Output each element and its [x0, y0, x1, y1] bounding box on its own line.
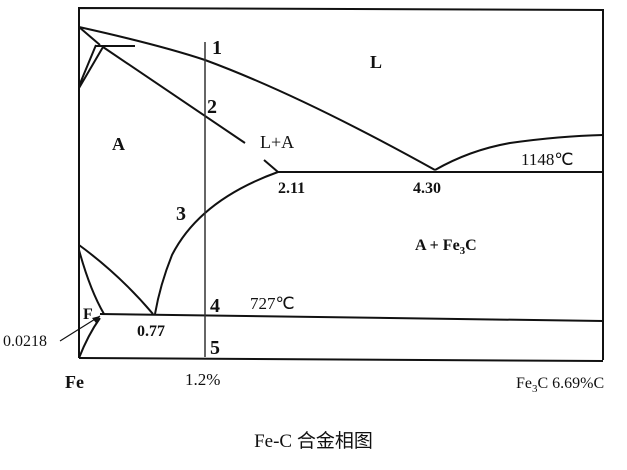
- point-5: 5: [210, 337, 220, 359]
- peritectic-lines: [78, 26, 135, 92]
- liquidus-line: [78, 26, 436, 171]
- value-0-0218: 0.0218: [3, 333, 47, 350]
- value-727: 727℃: [250, 294, 295, 313]
- point-1: 1: [212, 37, 222, 59]
- eutectoid-line: [99, 313, 604, 322]
- solidus-line: [102, 46, 246, 144]
- point-3: 3: [176, 203, 186, 225]
- value-2-11: 2.11: [278, 180, 305, 197]
- value-4-30: 4.30: [413, 180, 441, 197]
- ferrite-boundary: [78, 249, 105, 315]
- label-A: A: [112, 134, 125, 154]
- axis-label-fe3c: Fe3C 6.69%C: [516, 375, 604, 395]
- axis-label-1-2: 1.2%: [185, 370, 220, 389]
- diagram-caption: Fe-C 合金相图: [254, 431, 373, 452]
- acm-line: [154, 171, 279, 315]
- liquidus-cementite-line: [434, 134, 604, 171]
- ferrite-arrow: [59, 315, 101, 342]
- a3-line: [78, 244, 154, 315]
- label-A-Fe3C: A + Fe3C: [415, 237, 477, 257]
- label-L: L: [370, 52, 382, 72]
- label-L-A: L+A: [260, 132, 294, 152]
- value-0-77: 0.77: [137, 323, 165, 340]
- label-F: F: [83, 306, 93, 323]
- axis-label-fe: Fe: [65, 372, 84, 392]
- point-4: 4: [210, 295, 220, 317]
- point-2: 2: [207, 96, 217, 118]
- bottom-axis: [78, 357, 604, 362]
- arrow-head: [92, 316, 100, 323]
- frame: [78, 6, 604, 360]
- solidus-short: [263, 159, 279, 173]
- solvus-line: [78, 317, 101, 359]
- value-1148: 1148℃: [521, 150, 573, 169]
